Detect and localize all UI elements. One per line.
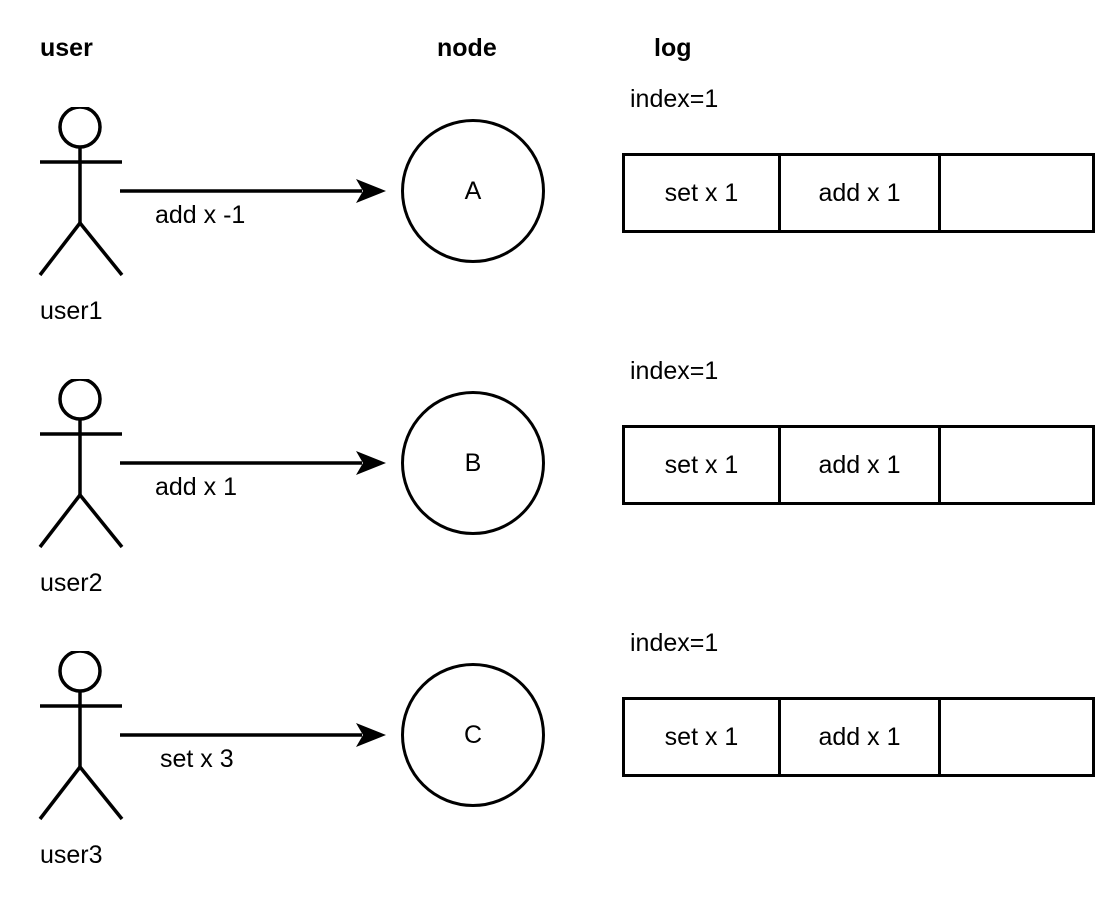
stick-figure-icon xyxy=(30,379,140,559)
log-index-label: index=1 xyxy=(630,629,719,657)
node-label: C xyxy=(463,720,483,749)
log-cell: set x 1 xyxy=(625,700,781,774)
stick-figure-icon xyxy=(30,651,140,831)
actor-label: user3 xyxy=(40,841,103,869)
actor-label: user1 xyxy=(40,297,103,325)
message-label: add x 1 xyxy=(155,473,238,501)
node-label: A xyxy=(464,176,482,205)
log-index-label: index=1 xyxy=(630,357,719,385)
node-circle: C xyxy=(401,663,545,807)
log-table: set x 1 add x 1 xyxy=(622,425,1095,505)
diagram-row: user1 add x -1 A index=1 set x 1 add x 1 xyxy=(0,87,1118,367)
log-cell: add x 1 xyxy=(781,700,941,774)
message-arrow-icon xyxy=(118,447,393,477)
message-arrow-icon xyxy=(118,719,393,749)
node-label: B xyxy=(464,448,482,477)
node-circle: B xyxy=(401,391,545,535)
column-header-user: user xyxy=(40,34,93,62)
message-label: add x -1 xyxy=(155,201,246,229)
log-cell: add x 1 xyxy=(781,156,941,230)
log-index-label: index=1 xyxy=(630,85,719,113)
diagram-row: user3 set x 3 C index=1 set x 1 add x 1 xyxy=(0,631,1118,911)
message-arrow-icon xyxy=(118,175,393,205)
log-cell-empty xyxy=(941,700,1092,774)
log-table: set x 1 add x 1 xyxy=(622,153,1095,233)
log-cell-empty xyxy=(941,156,1092,230)
stick-figure-icon xyxy=(30,107,140,287)
log-cell: set x 1 xyxy=(625,156,781,230)
column-header-node: node xyxy=(437,34,497,62)
diagram-row: user2 add x 1 B index=1 set x 1 add x 1 xyxy=(0,359,1118,639)
log-table: set x 1 add x 1 xyxy=(622,697,1095,777)
message-label: set x 3 xyxy=(160,745,234,773)
actor-label: user2 xyxy=(40,569,103,597)
log-cell-empty xyxy=(941,428,1092,502)
log-cell: add x 1 xyxy=(781,428,941,502)
node-circle: A xyxy=(401,119,545,263)
log-cell: set x 1 xyxy=(625,428,781,502)
column-header-log: log xyxy=(654,34,692,62)
